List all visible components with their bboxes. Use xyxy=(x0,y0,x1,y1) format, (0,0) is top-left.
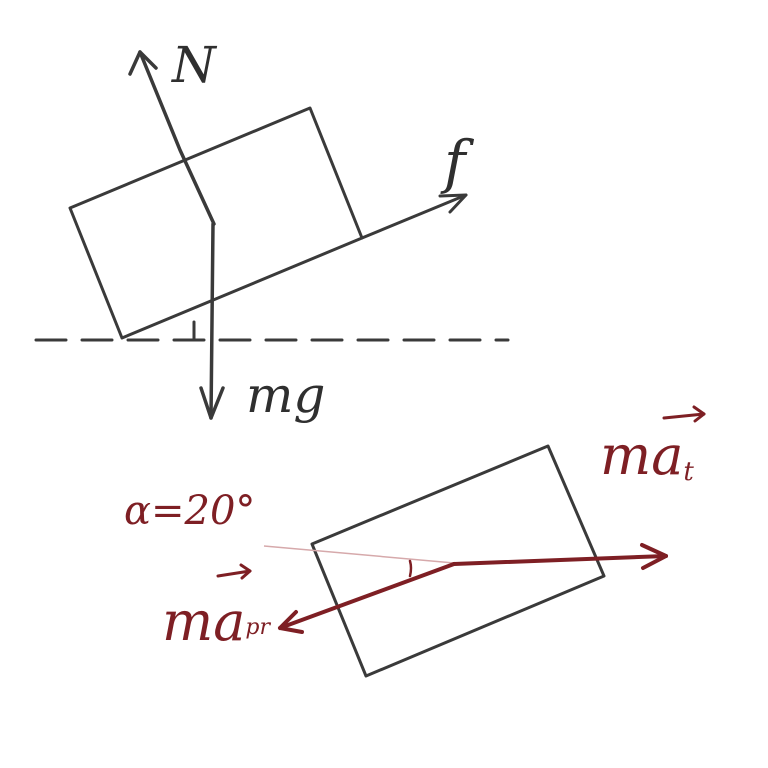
tangential-accel-line xyxy=(452,554,668,566)
centripetal-vector-arrow-icon xyxy=(216,563,252,580)
gravity-line xyxy=(209,222,215,420)
block-bottom xyxy=(310,444,606,678)
angle-reference-line xyxy=(263,545,455,564)
block-top xyxy=(68,106,364,340)
gravity-label: mg xyxy=(246,366,325,424)
angle-label: α=20° xyxy=(124,488,255,534)
top-diagram: N mg f xyxy=(34,36,510,424)
centripetal-accel-arrowhead xyxy=(278,610,304,634)
tangential-accel-main: ma xyxy=(600,424,683,487)
friction-label: f xyxy=(440,128,475,196)
normal-force-label: N xyxy=(171,36,218,94)
friction-line xyxy=(360,193,468,240)
tangential-accel-arrowhead xyxy=(640,543,668,570)
centripetal-accel-label: mapr xyxy=(162,590,271,653)
centripetal-accel-main: ma xyxy=(162,590,245,653)
angle-arc xyxy=(408,559,413,578)
bottom-diagram: mat mapr α=20° xyxy=(124,405,706,678)
tangential-accel-label: mat xyxy=(600,424,694,487)
gravity-arrowhead xyxy=(199,386,225,420)
tangential-vector-arrow-icon xyxy=(662,405,706,423)
tangential-accel-subscript: t xyxy=(683,457,694,487)
centripetal-accel-line xyxy=(278,562,456,630)
normal-force-line xyxy=(138,50,216,226)
normal-force-arrowhead xyxy=(128,50,158,76)
centripetal-accel-subscript: pr xyxy=(245,615,271,640)
friction-arrowhead xyxy=(438,193,468,214)
